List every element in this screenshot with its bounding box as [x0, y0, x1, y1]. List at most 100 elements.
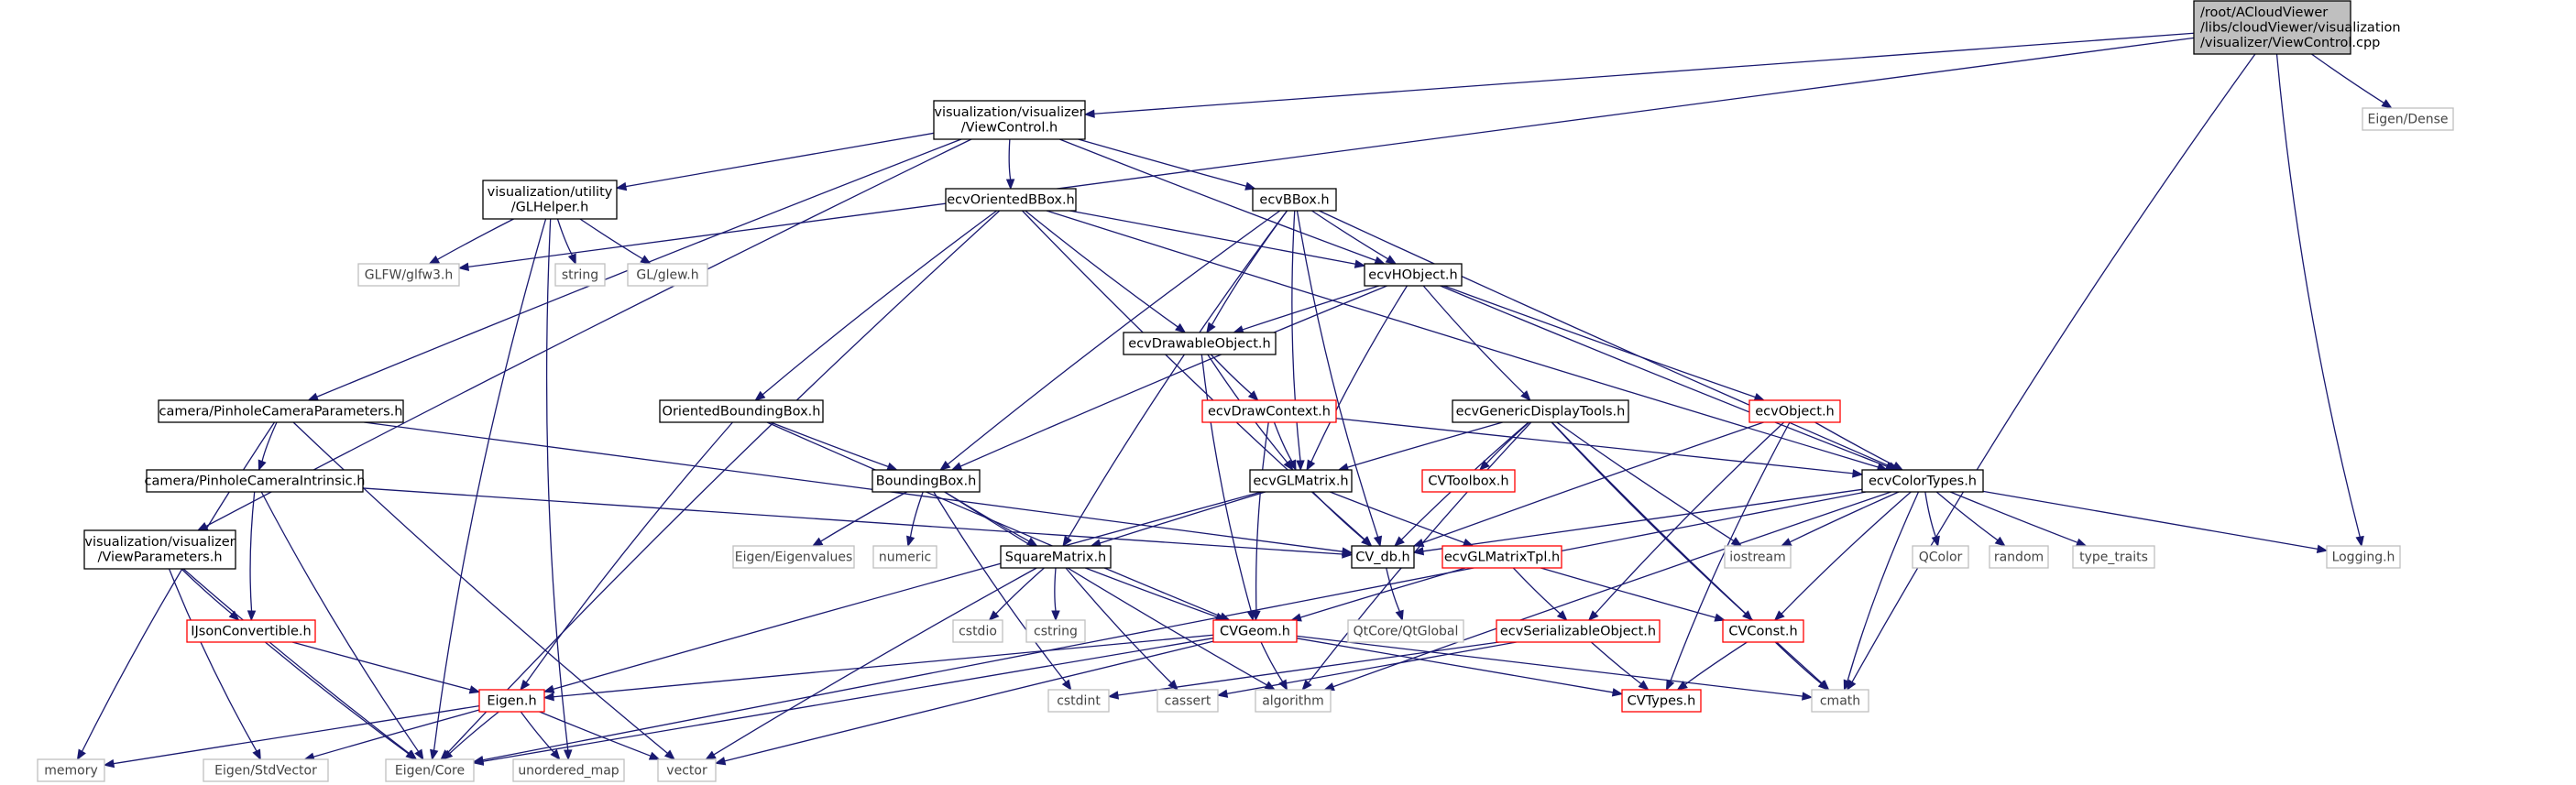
- node-root[interactable]: /root/ACloudViewer/libs/cloudViewer/visu…: [2193, 0, 2401, 55]
- node-box: [1722, 619, 1804, 643]
- node-pinholeparams[interactable]: camera/PinholeCameraParameters.h: [158, 399, 404, 423]
- node-glhelper[interactable]: visualization/utility/GLHelper.h: [482, 180, 618, 220]
- edge-ecvserializable-to-cstdint: [1107, 641, 1500, 700]
- node-orientedboundingbox[interactable]: OrientedBoundingBox.h: [659, 399, 824, 423]
- node-ecvserializable[interactable]: ecvSerializableObject.h: [1496, 619, 1661, 643]
- edge-ecvhobject-to-ecvglmatrix: [1306, 285, 1409, 472]
- node-ecvcolortypes[interactable]: ecvColorTypes.h: [1861, 469, 1984, 493]
- node-label: GL/glew.h: [636, 267, 698, 282]
- edge-line: [261, 421, 278, 462]
- nodes-layer: /root/ACloudViewer/libs/cloudViewer/visu…: [37, 0, 2454, 782]
- node-ecvbbox[interactable]: ecvBBox.h: [1252, 188, 1337, 212]
- node-viewparameters[interactable]: visualization/visualizer/ViewParameters.…: [83, 529, 236, 570]
- edge-line: [1982, 490, 2318, 551]
- arrowhead-icon: [550, 748, 561, 761]
- node-viewcontrol[interactable]: visualization/visualizer/ViewControl.h: [933, 100, 1086, 140]
- arrowhead-icon: [615, 181, 628, 191]
- node-memory: memory: [37, 758, 105, 782]
- node-label: BoundingBox.h: [876, 474, 977, 488]
- arrowhead-icon: [1342, 550, 1354, 559]
- node-label: /libs/cloudViewer/visualization: [2200, 20, 2401, 35]
- arrowhead-icon: [543, 692, 554, 702]
- arrowhead-icon: [1412, 547, 1425, 556]
- node-label: /visualizer/ViewControl.cpp: [2200, 36, 2380, 50]
- edge-line: [1299, 567, 1466, 618]
- edge-line: [1540, 567, 1716, 618]
- edge-line: [1781, 491, 1912, 615]
- node-cvconst[interactable]: CVConst.h: [1722, 619, 1804, 643]
- arrowhead-icon: [1206, 322, 1216, 334]
- edge-line: [2275, 53, 2361, 538]
- edge-root-to-logging: [2275, 53, 2364, 548]
- node-string: string: [554, 263, 606, 287]
- node-boundingbox[interactable]: BoundingBox.h: [871, 469, 981, 493]
- arrowhead-icon: [1306, 459, 1316, 472]
- edge-line: [1296, 635, 1803, 697]
- node-ecvorientedbbox[interactable]: ecvOrientedBBox.h: [945, 188, 1077, 212]
- edge-viewparameters-to-eigen_core: [182, 568, 418, 760]
- arrowhead-icon: [1780, 538, 1792, 547]
- edge-ecvbbox-to-cvdb: [1296, 210, 1383, 548]
- node-pinholeintrinsic[interactable]: camera/PinholeCameraIntrinsic.h: [145, 469, 366, 493]
- node-box: [657, 758, 717, 782]
- edge-line: [1242, 285, 1379, 331]
- edge-squarematrix-to-cvgeom: [1084, 567, 1227, 621]
- node-box: [1724, 545, 1792, 569]
- edge-line: [1422, 488, 1863, 552]
- node-box: [37, 758, 105, 782]
- node-type_traits: type_traits: [2072, 545, 2155, 569]
- edge-line: [1422, 421, 1764, 544]
- arrowhead-icon: [247, 610, 257, 622]
- edge-eigen_h-to-eigen_core: [442, 711, 499, 760]
- node-eigen_h[interactable]: Eigen.h: [478, 689, 545, 713]
- edge-boundingbox-to-numeric: [906, 491, 924, 548]
- edge-line: [1046, 210, 1879, 468]
- node-squarematrix[interactable]: SquareMatrix.h: [1000, 545, 1112, 569]
- node-cvtoolbox[interactable]: CVToolbox.h: [1421, 469, 1516, 493]
- edge-eigen_h-to-eigen_stdvector: [303, 709, 480, 761]
- edge-line: [437, 218, 514, 260]
- node-cvgeom[interactable]: CVGeom.h: [1212, 619, 1298, 643]
- node-box: [1252, 188, 1337, 212]
- edge-line: [1084, 567, 1218, 618]
- node-label: CVConst.h: [1728, 624, 1797, 638]
- node-eigen_dense: Eigen/Dense: [2362, 107, 2454, 131]
- edge-glhelper-to-eigen_core: [430, 218, 547, 761]
- node-label: SquareMatrix.h: [1005, 550, 1107, 564]
- edge-line: [1291, 210, 1301, 462]
- node-box: [1123, 332, 1277, 355]
- edge-line: [1347, 421, 1503, 468]
- edge-glhelper-to-glfw: [428, 218, 514, 265]
- node-cvtypes[interactable]: CVTypes.h: [1621, 689, 1702, 713]
- node-cstdint: cstdint: [1047, 689, 1110, 713]
- node-label: QtCore/QtGlobal: [1354, 624, 1459, 638]
- node-ecvdrawableobject[interactable]: ecvDrawableObject.h: [1123, 332, 1277, 355]
- edge-ecvbbox-to-boundingbox: [939, 210, 1281, 471]
- node-cvdb[interactable]: CV_db.h: [1351, 545, 1415, 569]
- node-ecvglmatrixtpl[interactable]: ecvGLMatrixTpl.h: [1441, 545, 1562, 569]
- node-label: QColor: [1919, 550, 1963, 564]
- edge-orientedboundingbox-to-boundingbox: [770, 421, 898, 471]
- arrowhead-icon: [1083, 109, 1095, 118]
- edge-line: [724, 640, 1214, 762]
- edge-ecvcolortypes-to-cvconst: [1773, 491, 1912, 621]
- edge-squarematrix-to-cstdio: [988, 567, 1045, 621]
- node-label: Eigen.h: [487, 693, 536, 708]
- node-ijsonconvertible[interactable]: IJsonConvertible.h: [186, 619, 316, 643]
- node-ecvglmatrix[interactable]: ecvGLMatrix.h: [1249, 469, 1353, 493]
- edge-line: [1210, 354, 1252, 395]
- edge-root-to-glfw: [457, 37, 2195, 272]
- node-ecvdrawcontext[interactable]: ecvDrawContext.h: [1201, 399, 1337, 423]
- edge-line: [1556, 421, 1735, 541]
- node-ecvgenericdisplaytools[interactable]: ecvGenericDisplayTools.h: [1452, 399, 1629, 423]
- arrowhead-icon: [1175, 322, 1187, 333]
- node-label: /root/ACloudViewer: [2200, 5, 2328, 20]
- arrowhead-icon: [1587, 610, 1599, 621]
- edge-ecvobject-to-ecvcolortypes: [1814, 421, 1904, 471]
- node-ecvobject[interactable]: ecvObject.h: [1748, 399, 1841, 423]
- arrowhead-icon: [648, 751, 661, 760]
- node-label: cstring: [1034, 624, 1078, 638]
- edge-ecvcolortypes-to-algorithm: [1323, 491, 1891, 692]
- node-ecvhobject[interactable]: ecvHObject.h: [1364, 263, 1463, 287]
